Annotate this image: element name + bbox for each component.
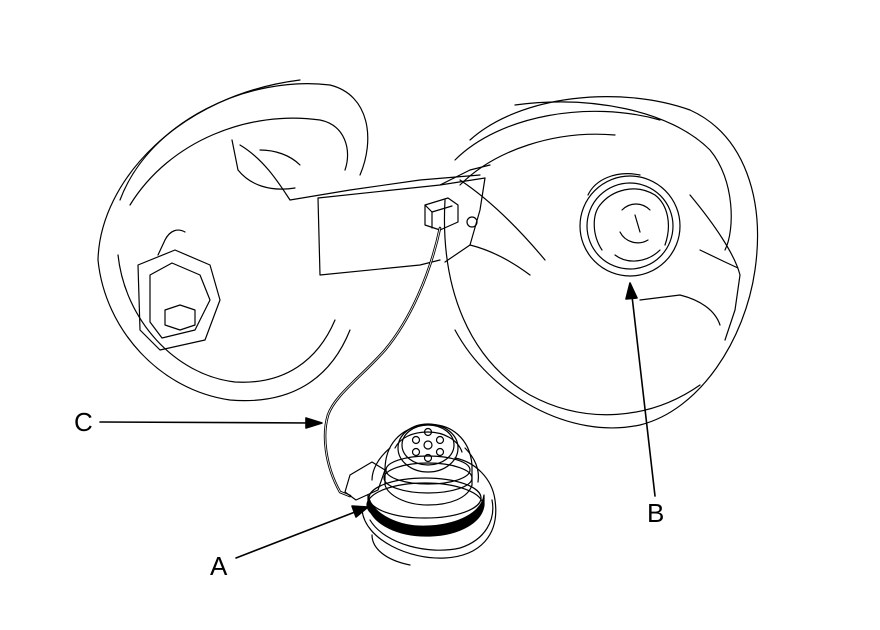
- callout-label-a: A: [210, 551, 228, 581]
- fuel-cap: [344, 423, 497, 566]
- filler-neck-housing: [443, 96, 758, 429]
- callout-leaders: [99, 282, 656, 559]
- callout-label-c: C: [74, 407, 93, 437]
- arrowhead-a: [351, 505, 369, 518]
- arrowhead-b: [625, 282, 638, 300]
- seal-ring: [367, 494, 485, 537]
- leader-a: [235, 511, 356, 559]
- leader-b: [631, 295, 656, 497]
- leader-c: [99, 421, 313, 424]
- fuel-filler-door: [97, 79, 481, 402]
- callout-label-b: B: [647, 498, 665, 528]
- arrowhead-c: [305, 417, 323, 429]
